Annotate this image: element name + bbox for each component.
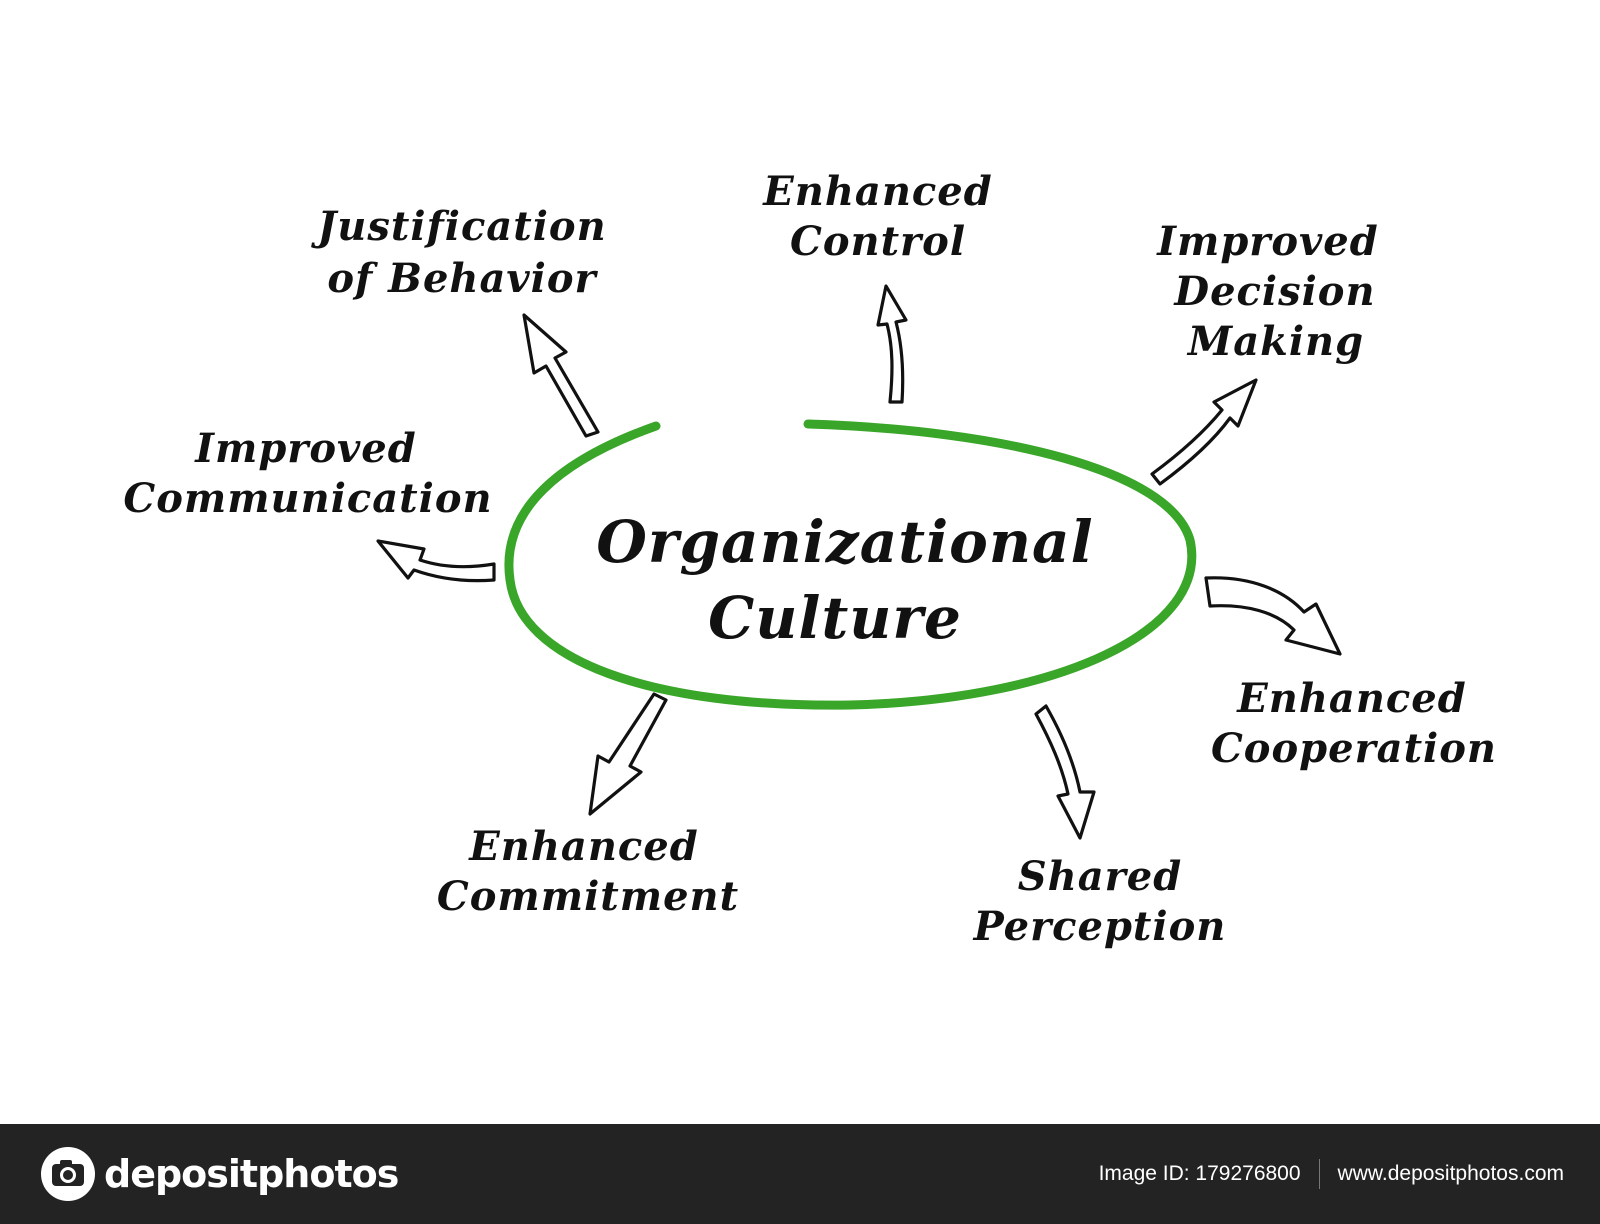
node-perception-line1: Shared [1018, 853, 1182, 900]
stock-footer-bar: depositphotos Image ID: 179276800 www.de… [0, 1124, 1600, 1224]
node-cooperation-line1: Enhanced [1236, 675, 1466, 722]
node-cooperation-line2: Cooperation [1211, 725, 1497, 772]
center-title-line1: Organizational [596, 508, 1093, 576]
arrow-up-right [1150, 378, 1258, 486]
center-ellipse [504, 419, 1197, 710]
node-decision-line2: Decision [1173, 268, 1375, 315]
node-perception-line2: Perception [973, 903, 1227, 950]
node-communication-line1: Improved [194, 425, 416, 472]
arrow-down [1034, 704, 1096, 840]
arrow-right-down [1204, 576, 1342, 656]
node-decision-line3: Making [1186, 318, 1364, 365]
website-link[interactable]: www.depositphotos.com [1337, 1162, 1564, 1185]
node-communication-line2: Communication [123, 475, 492, 522]
node-justification-line1: Justification [310, 203, 606, 250]
arrow-up [876, 284, 908, 404]
camera-logo-icon [41, 1147, 95, 1201]
node-commitment-line1: Enhanced [468, 823, 698, 870]
arrow-down-left [588, 692, 668, 816]
image-id: Image ID: 179276800 [1098, 1162, 1301, 1185]
node-decision-line1: Improved [1156, 218, 1378, 265]
footer-divider [1318, 1159, 1320, 1189]
node-commitment-line2: Commitment [437, 873, 739, 920]
arrow-left [376, 539, 496, 583]
node-control-line2: Control [790, 218, 966, 265]
center-title-line2: Culture [708, 584, 962, 652]
organizational-culture-diagram: Organizational Culture Justification of … [123, 168, 1497, 950]
brand-logo-group[interactable]: depositphotos [40, 1146, 399, 1202]
footer-meta: Image ID: 179276800 www.depositphotos.co… [1099, 1124, 1564, 1224]
node-justification-line2: of Behavior [327, 255, 598, 302]
arrow-up-left [522, 313, 600, 438]
brand-name: depositphotos [104, 1152, 399, 1196]
node-control-line1: Enhanced [762, 168, 992, 215]
